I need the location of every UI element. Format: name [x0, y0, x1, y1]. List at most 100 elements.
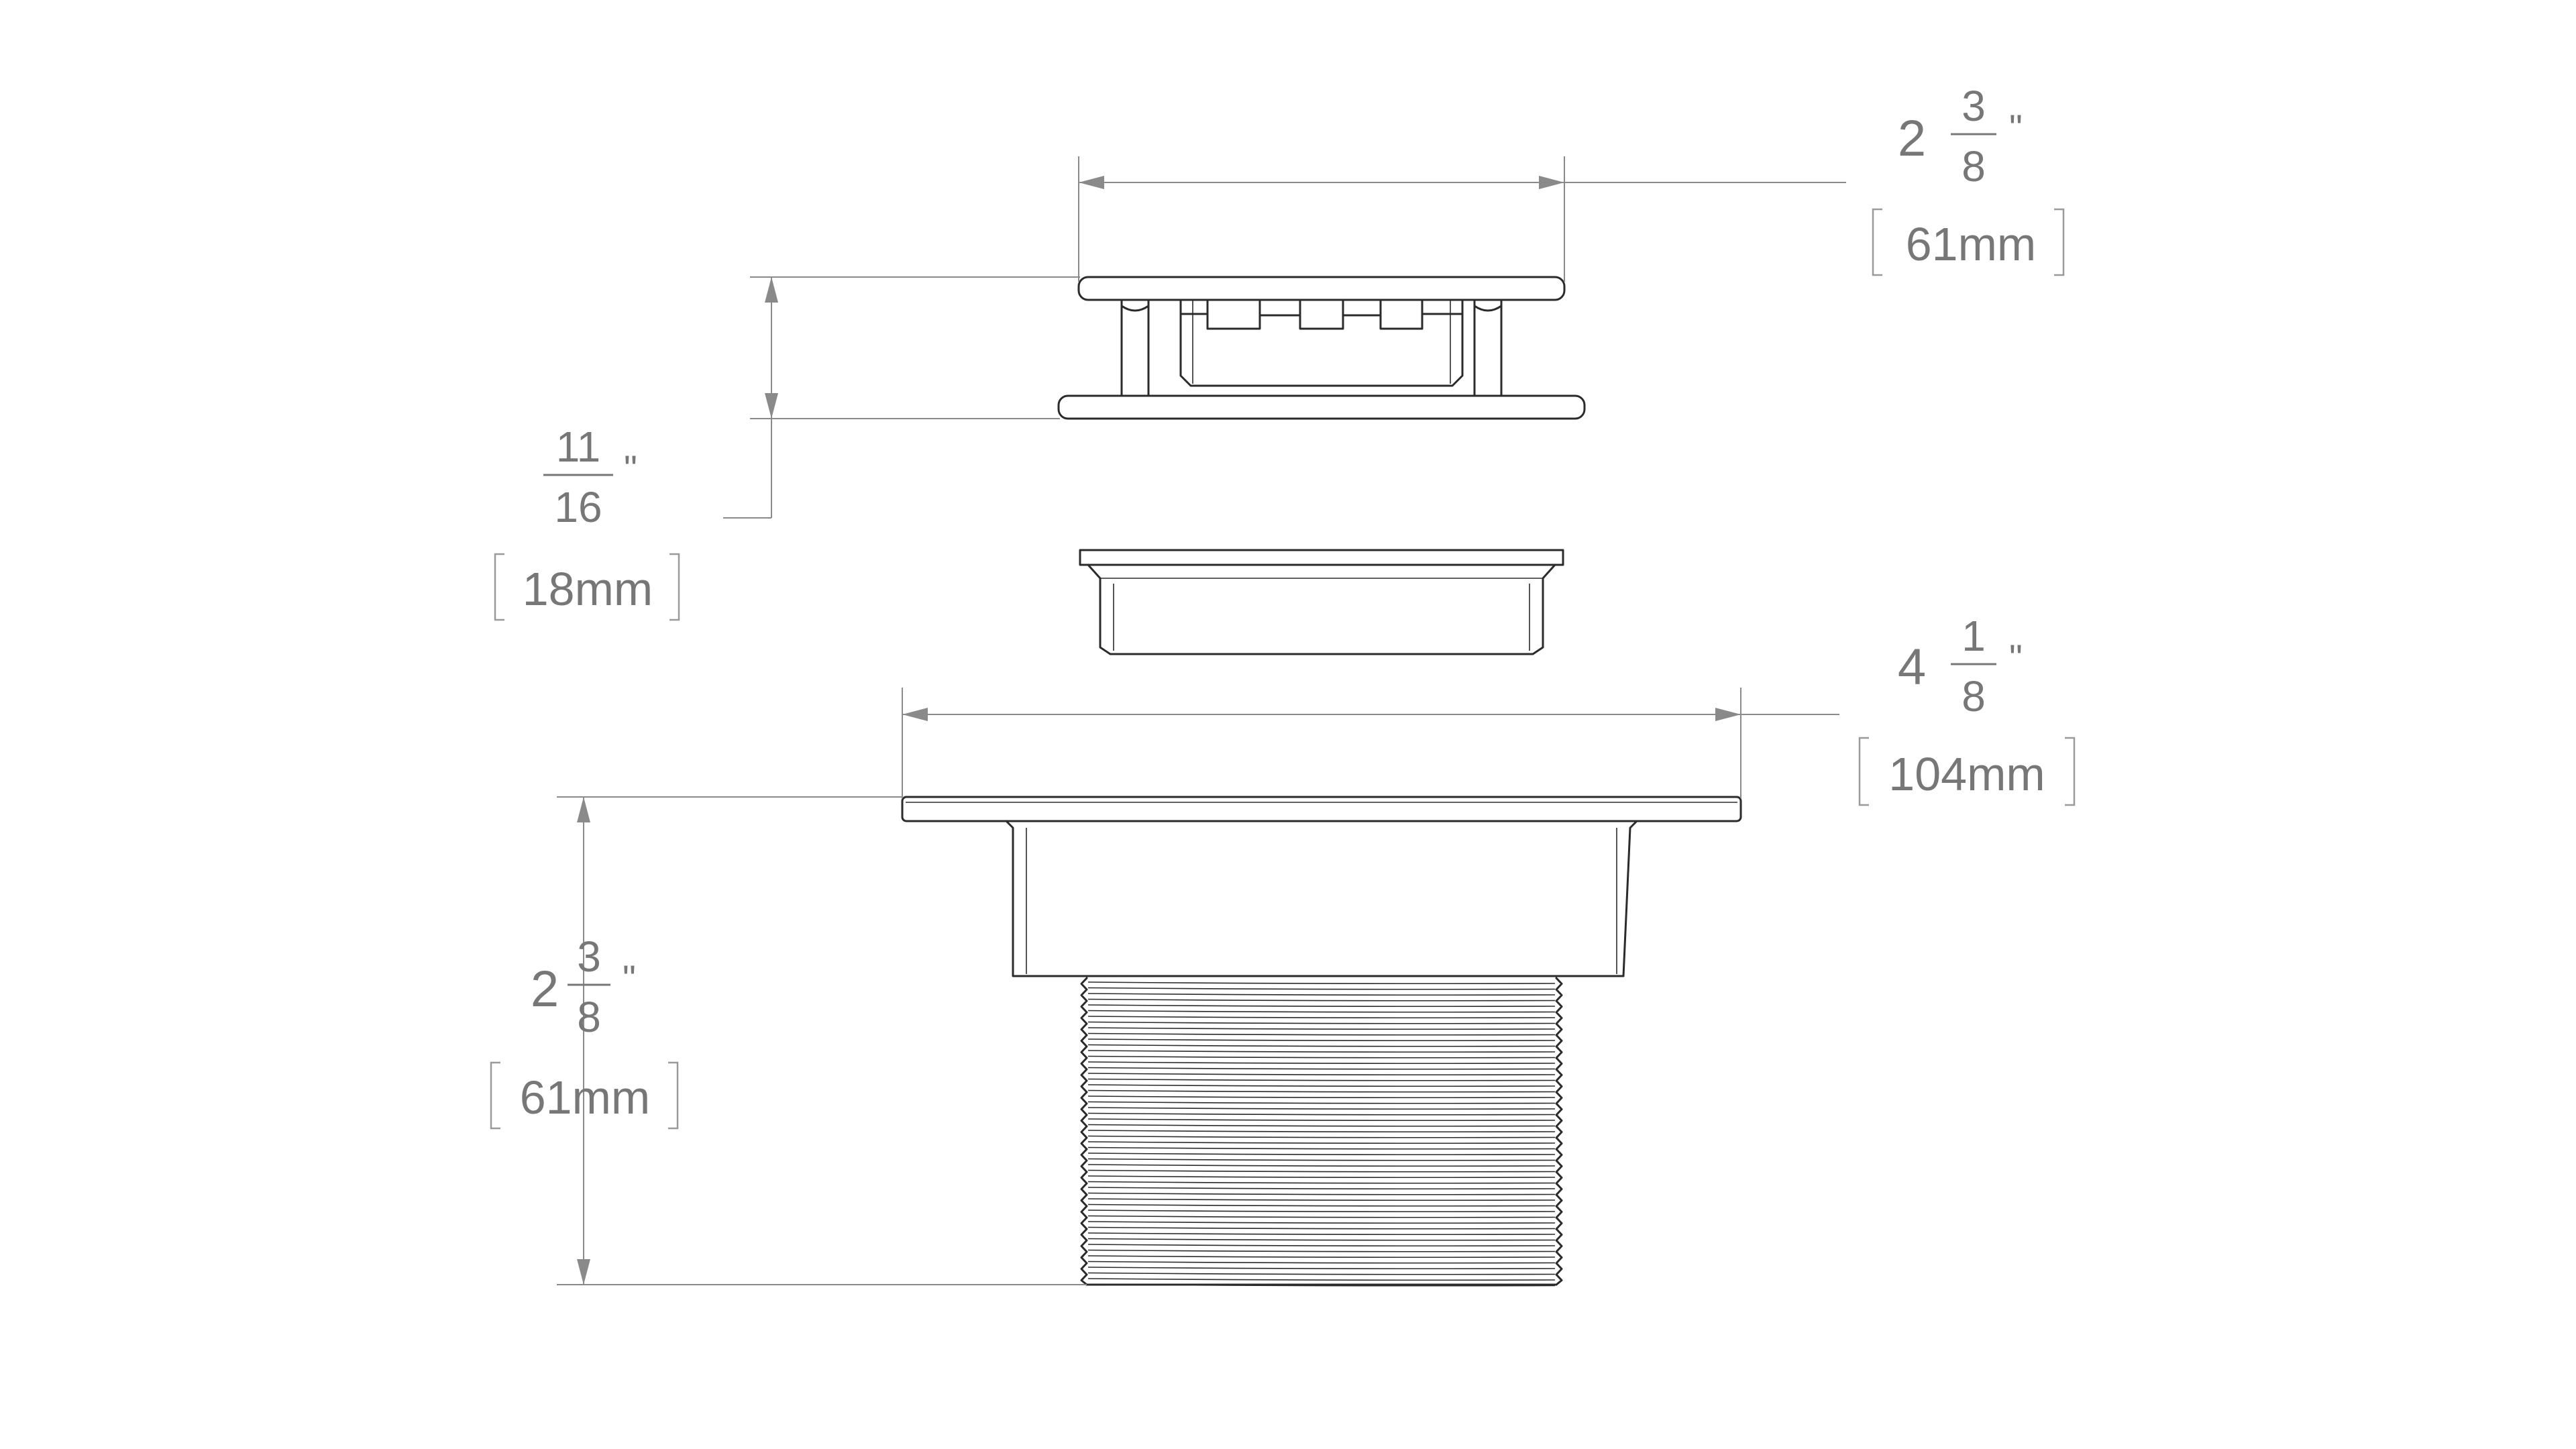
metric-value: 18mm	[523, 563, 653, 615]
thread-line	[1087, 1232, 1556, 1236]
whole-number: 2	[531, 961, 559, 1018]
stopper-bottom-plate	[1057, 394, 1586, 420]
stopper-top-plate	[1077, 276, 1566, 301]
thread-line	[1087, 1038, 1556, 1042]
stopper-cap	[1057, 276, 1586, 420]
thread-line	[1087, 1016, 1556, 1019]
thread-line	[1087, 1221, 1556, 1224]
bracket-left	[494, 553, 504, 621]
stopper-inner-frame	[1179, 299, 1464, 387]
thread-line	[1087, 998, 1556, 1002]
thread-line	[1087, 1107, 1556, 1110]
drain-collar	[1005, 820, 1638, 977]
thread-line	[1087, 1118, 1556, 1122]
arrowhead	[1715, 708, 1741, 721]
stopper-inner-rail	[1192, 300, 1451, 384]
thread-line	[1087, 1032, 1556, 1036]
metric-value: 61mm	[1906, 218, 2036, 270]
thread-line	[1087, 1283, 1556, 1287]
arrowhead	[577, 797, 590, 822]
thread-line	[1087, 981, 1556, 985]
ring-lip	[1079, 549, 1564, 566]
thread-line	[1087, 1158, 1556, 1161]
threaded-shaft	[1080, 977, 1563, 1287]
thread-line	[1087, 1272, 1556, 1275]
inch-mark: "	[624, 447, 637, 490]
whole-number: 4	[1898, 639, 1926, 696]
thread-line	[1087, 987, 1556, 990]
bracket-right	[669, 553, 680, 621]
thread-line	[1087, 1095, 1556, 1099]
thread-line	[1087, 1078, 1556, 1081]
thread-line	[1087, 1044, 1556, 1047]
bracket-right	[2065, 737, 2076, 806]
inch-mark: "	[2009, 637, 2023, 679]
thread-line	[1087, 1027, 1556, 1030]
thread-line	[1087, 1278, 1556, 1281]
thread-line	[1087, 1004, 1556, 1008]
stopper-right-post	[1473, 299, 1503, 397]
thread-line	[1087, 1055, 1556, 1059]
dimension-body-height: 2 3 8 " 61mm	[490, 796, 1087, 1285]
thread-line	[1087, 1255, 1556, 1258]
thread-line	[1087, 1249, 1556, 1252]
arrowhead	[902, 708, 928, 721]
denominator: 8	[1962, 672, 1986, 720]
arrowhead	[577, 1259, 590, 1285]
thread-edge	[1555, 977, 1563, 1286]
denominator: 8	[1962, 142, 1986, 191]
drain-flange	[901, 796, 1742, 822]
denominator: 8	[577, 993, 601, 1041]
thread-line	[1087, 1141, 1556, 1144]
thread-line	[1087, 1192, 1556, 1195]
thread-line	[1087, 1112, 1556, 1116]
stopper-left-post	[1120, 299, 1150, 397]
thread-line	[1087, 1226, 1556, 1230]
thread-line	[1087, 1181, 1556, 1184]
thread-line	[1087, 1089, 1556, 1093]
dimension-top-width: 2 3 8 " 61mm	[1078, 82, 2065, 282]
thread-line	[1087, 1067, 1556, 1070]
thread-line	[1087, 1061, 1556, 1065]
thread-line	[1087, 1073, 1556, 1076]
thread-line	[1087, 1169, 1556, 1173]
thread-line	[1087, 1130, 1556, 1133]
thread-line	[1087, 1267, 1556, 1270]
thread-line	[1087, 1238, 1556, 1241]
thread-line	[1087, 1187, 1556, 1190]
ring-inner-lines	[1100, 578, 1543, 651]
arrowhead	[1079, 176, 1104, 189]
thread-line	[1087, 1260, 1556, 1264]
thread-line	[1087, 1135, 1556, 1138]
thread-line	[1087, 1124, 1556, 1127]
thread-line	[1087, 1101, 1556, 1104]
thread-line	[1087, 1210, 1556, 1213]
drain-body	[901, 796, 1742, 1287]
thread-line	[1087, 1021, 1556, 1024]
inch-mark: "	[2009, 107, 2023, 149]
numerator: 1	[1962, 612, 1986, 660]
thread-edge	[1080, 977, 1088, 1286]
arrowhead	[1539, 176, 1564, 189]
numerator: 11	[556, 423, 600, 471]
thread-line	[1087, 1203, 1556, 1207]
metric-value: 104mm	[1888, 748, 2045, 800]
thread-line	[1087, 1146, 1556, 1150]
arrowhead	[765, 393, 778, 419]
whole-number: 2	[1898, 110, 1926, 167]
bracket-right	[2054, 208, 2065, 276]
thread-line	[1087, 1198, 1556, 1201]
denominator: 16	[554, 483, 602, 531]
bracket-left	[1872, 208, 1882, 276]
metric-value: 61mm	[520, 1071, 650, 1124]
thread-line	[1087, 1164, 1556, 1167]
numerator: 3	[1962, 82, 1986, 130]
thread-line	[1087, 1010, 1556, 1013]
thread-line	[1087, 1152, 1556, 1156]
thread-line	[1087, 1050, 1556, 1053]
arrowhead	[765, 277, 778, 303]
thread-line	[1087, 1244, 1556, 1247]
inch-mark: "	[623, 957, 636, 1000]
ring-body	[1087, 564, 1556, 655]
